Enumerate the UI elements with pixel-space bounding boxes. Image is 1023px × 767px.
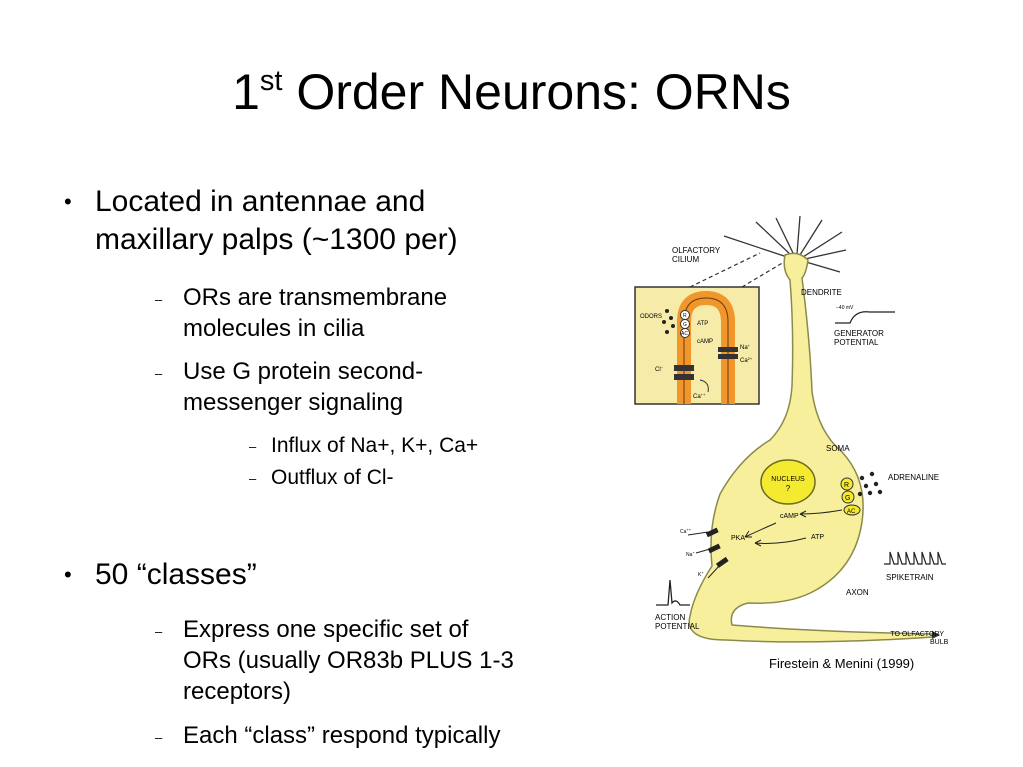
subbullet-line: Use G protein second- — [183, 358, 424, 385]
inset-cl-text: Cl — [655, 367, 661, 373]
inset-ca-right-text: Ca — [740, 358, 748, 364]
inset-ca-right-sup: 2+ — [748, 356, 753, 361]
cilia-lines — [723, 215, 847, 273]
label-to-olfactory-bulb: BULB — [930, 639, 949, 646]
subbullet-dash: – — [155, 730, 163, 745]
subbullet-respond: – Each “class” respond typically — [155, 720, 501, 751]
label-action-potential: ACTION — [655, 613, 685, 622]
spiketrain-trace — [884, 551, 946, 565]
bullet-text: 50 “classes” — [95, 558, 257, 591]
bullet-line: maxillary palps (~1300 per) — [95, 223, 458, 256]
nucleus-question: ? — [786, 484, 791, 493]
label-generator-potential: POTENTIAL — [834, 338, 879, 347]
slide-title: 1st Order Neurons: ORNs — [0, 62, 1023, 130]
inset-na-sup: + — [748, 343, 751, 348]
label-ca-ion-sup: ++ — [686, 527, 691, 532]
receptor-ac-label: AC — [847, 509, 856, 515]
bullet-line: Located in antennae and — [95, 185, 426, 218]
subsubbullet-outflux: – Outflux of Cl- — [249, 462, 394, 493]
inset-ca-bottom-text: Ca — [693, 394, 701, 400]
subsubbullet-dash: – — [249, 471, 257, 486]
subbullet-line: ORs are transmembrane — [183, 284, 448, 311]
subsubbullet-dash: – — [249, 439, 257, 454]
neuron-diagram: ODORS R G AC ATP cAMP Na+ Ca2+ Cl− Ca++ … — [634, 215, 949, 646]
inset-odors-label: ODORS — [640, 314, 662, 320]
axon-arrow-icon — [932, 631, 940, 639]
label-ca-ion: Ca++ — [680, 527, 692, 535]
label-k-ion-sup: + — [701, 570, 704, 575]
generator-potential-trace — [835, 311, 895, 324]
bullet-classes: • 50 “classes” — [64, 556, 257, 594]
bullet-dot: • — [64, 562, 72, 587]
label-axon: AXON — [846, 588, 869, 597]
inset-box: ODORS R G AC ATP cAMP Na+ Ca2+ Cl− Ca++ — [634, 286, 760, 405]
label-mv: −40 mV — [836, 305, 854, 311]
subbullet-line: ORs (usually OR83b PLUS 1-3 — [183, 647, 514, 674]
subbullet-line: messenger signaling — [183, 389, 404, 416]
label-na-ion-sup: + — [692, 550, 695, 555]
receptor-g — [841, 490, 855, 504]
subbullet-dash: – — [155, 366, 163, 381]
label-ca-ion-text: Ca — [680, 529, 687, 535]
subbullet-dash: – — [155, 624, 163, 639]
label-dendrite: DENDRITE — [801, 288, 842, 297]
inset-ca-right-label: Ca2+ — [740, 356, 753, 364]
nucleus-label: NUCLEUS — [771, 476, 805, 483]
inset-atp-label: ATP — [697, 321, 708, 327]
inset-cl-sup: − — [661, 365, 664, 370]
inset-r-label: R — [683, 313, 687, 319]
receptor-g-label: G — [845, 495, 850, 502]
receptor-r — [840, 477, 854, 491]
inset-dashes — [689, 252, 785, 288]
label-generator-potential: GENERATOR — [834, 329, 884, 338]
title-number: 1 — [232, 64, 260, 120]
subbullet-line: molecules in cilia — [183, 315, 365, 342]
label-soma: SOMA — [826, 444, 850, 453]
inset-ca-bottom-sup: ++ — [701, 392, 706, 397]
label-olfactory-cilium: CILIUM — [672, 255, 699, 264]
subbullet-line: receptors) — [183, 678, 292, 705]
receptor-r-label: R — [844, 482, 849, 489]
subbullet-text: Each “class” respond typically — [183, 722, 501, 749]
inset-na-label: Na+ — [740, 343, 751, 351]
subbullet-dash: – — [155, 292, 163, 307]
adrenaline-molecules — [857, 471, 883, 497]
figure-citation: Firestein & Menini (1999) — [769, 656, 915, 671]
inset-ac-label: AC — [681, 331, 688, 337]
label-na-ion: Na+ — [686, 550, 695, 558]
label-to-olfactory-bulb: TO OLFACTORY — [890, 631, 944, 638]
inset-g-label: G — [683, 322, 687, 328]
pathway-arrows — [687, 509, 843, 579]
subbullet-ors: – ORs are transmembrane molecules in cil… — [155, 282, 448, 344]
subbullet-line: Express one specific set of — [183, 616, 469, 643]
label-camp: cAMP — [780, 513, 799, 520]
subsubbullet-influx: – Influx of Na+, K+, Ca+ — [249, 430, 479, 461]
inset-cl-label: Cl− — [655, 365, 664, 373]
inset-camp-label: cAMP — [697, 339, 713, 345]
bullet-located: • Located in antennae and maxillary palp… — [64, 183, 458, 259]
subsubbullet-text: Outflux of Cl- — [271, 466, 394, 489]
subbullet-express: – Express one specific set of ORs (usual… — [155, 614, 514, 707]
receptor-ac — [843, 504, 861, 516]
label-k-ion-text: K — [698, 572, 702, 578]
membrane-channels — [705, 527, 729, 568]
label-olfactory-cilium: OLFACTORY — [672, 246, 721, 255]
title-text: Order Neurons: ORNs — [282, 64, 791, 120]
inset-na-text: Na — [740, 345, 748, 351]
title-superscript: st — [259, 65, 283, 97]
label-spiketrain: SPIKETRAIN — [886, 573, 934, 582]
subsubbullet-text: Influx of Na+, K+, Ca+ — [271, 434, 479, 457]
bullet-dot: • — [64, 189, 72, 214]
label-k-ion: K+ — [698, 570, 704, 578]
label-pka: PKA — [731, 535, 745, 542]
label-atp: ATP — [811, 534, 824, 541]
label-adrenaline: ADRENALINE — [888, 473, 939, 482]
nucleus — [760, 459, 816, 505]
inset-ca-bottom-label: Ca++ — [693, 392, 706, 400]
label-na-ion-text: Na — [686, 552, 693, 558]
subbullet-gprotein: – Use G protein second- messenger signal… — [155, 356, 424, 418]
action-potential-trace — [656, 579, 690, 606]
neuron-body — [688, 252, 935, 643]
label-action-potential: POTENTIAL — [655, 622, 700, 631]
